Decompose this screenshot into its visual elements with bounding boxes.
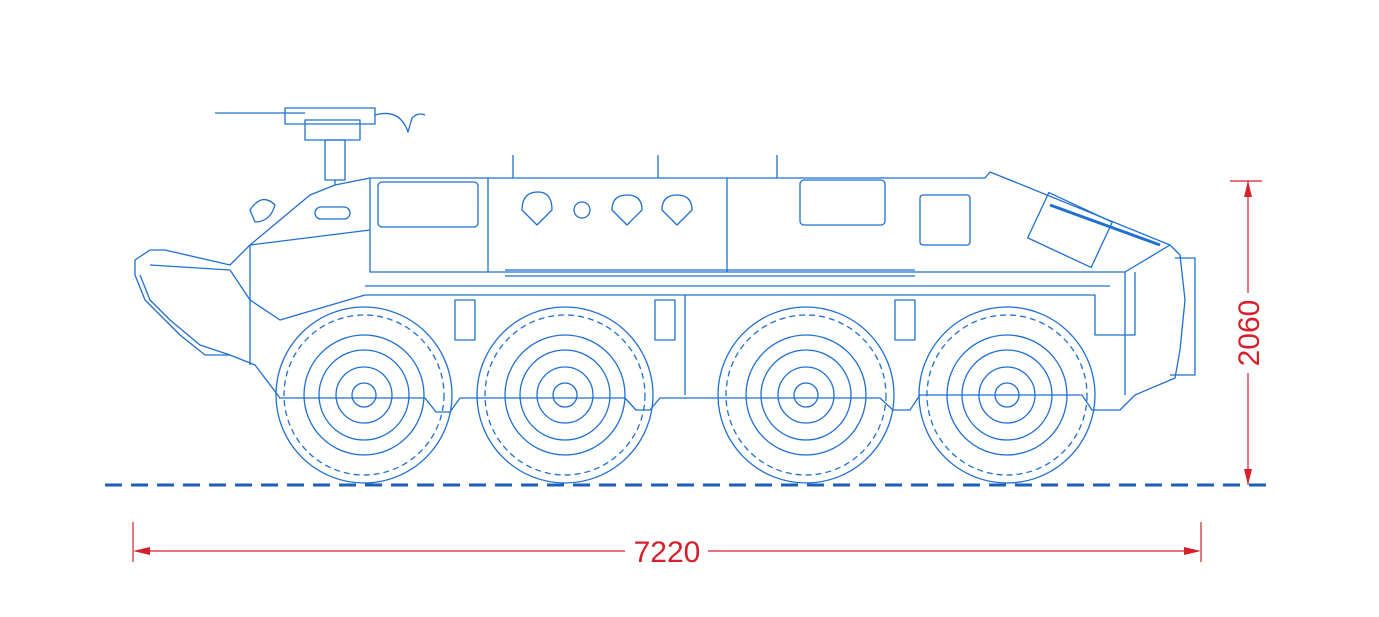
machine-gun [215,107,426,185]
hull-body [134,171,1186,413]
vehicle-outline [134,107,1196,413]
height-label: 2060 [1233,300,1266,367]
rear-louvers [1027,191,1161,269]
wheel-set [275,306,1096,484]
headlight [249,198,276,223]
front-plate-inner [139,274,231,356]
deck-line [369,178,1171,273]
sponson-line [249,272,1136,336]
driver-vision-block [314,206,351,220]
height-dimension [1230,180,1262,485]
length-dimension [132,522,1202,562]
side-hatch-left [377,181,479,228]
rear-bumper [1170,257,1196,376]
firing-port-3 [661,194,693,226]
suspension [454,299,916,341]
wheel-2 [476,306,654,484]
side-hatch-right [799,179,886,226]
wheel-1 [275,306,453,484]
bow-wedge [249,229,371,246]
firing-port-2 [611,194,643,226]
firing-port-round [573,201,591,219]
length-label: 7220 [634,536,701,569]
side-door-rear [919,194,971,246]
front-plate [149,264,251,301]
firing-port-1 [521,191,553,226]
wheel-3 [717,306,895,484]
wheel-4 [918,306,1096,484]
